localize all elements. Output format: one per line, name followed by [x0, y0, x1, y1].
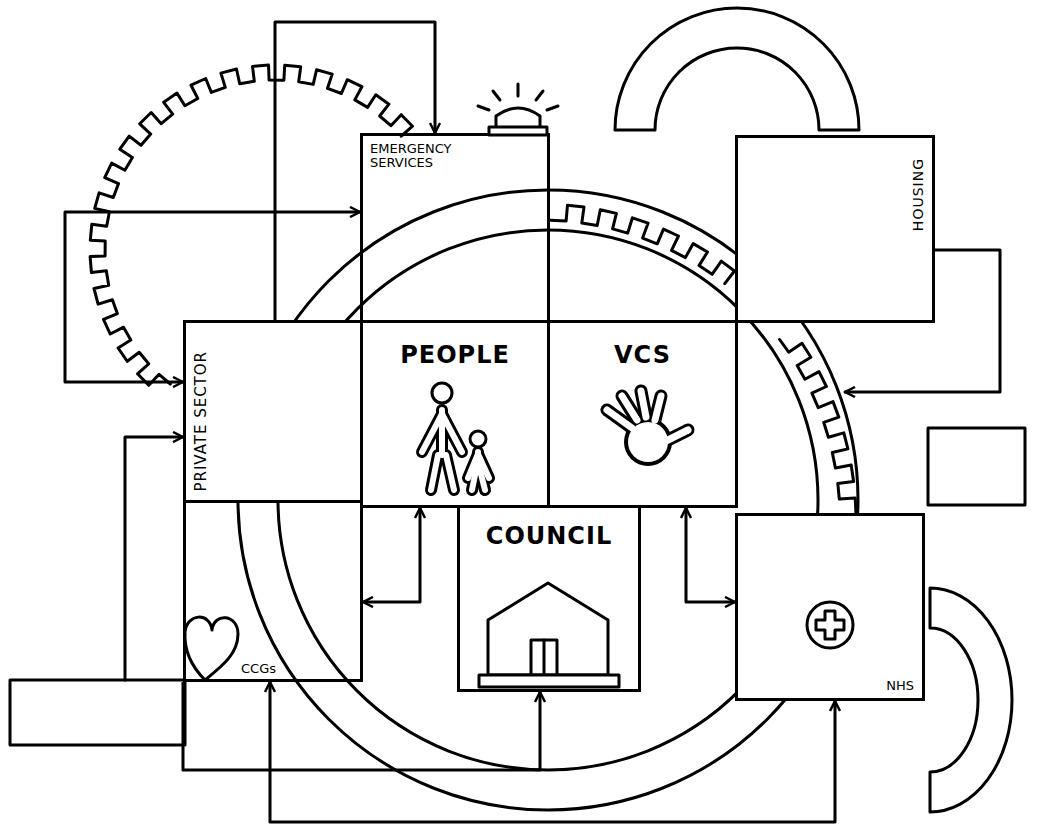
connector-arrow: [686, 508, 735, 602]
health-cross-icon: [807, 602, 853, 648]
council-box: COUNCIL: [457, 505, 641, 692]
connector-arrow: [363, 508, 420, 602]
siren-icon: [478, 84, 558, 135]
hand-icon: [607, 391, 688, 466]
node-label: HOUSING: [910, 158, 926, 231]
half-ring-shape: [930, 588, 1012, 812]
heart-icon: [185, 617, 238, 680]
vcs-box: VCS: [547, 320, 738, 508]
side-box: [10, 680, 185, 745]
housing-box: HOUSING: [735, 135, 935, 323]
node-label: EMERGENCY SERVICES: [370, 142, 470, 170]
node-label: COUNCIL: [460, 522, 638, 550]
side-box: [928, 428, 1025, 505]
node-label: CCGs: [241, 661, 276, 676]
council-building-icon: [479, 583, 619, 687]
connector-arrow: [275, 22, 435, 320]
arch-shape: [615, 8, 859, 130]
decor-arrow: [125, 437, 183, 680]
nhs-box: NHS: [735, 513, 925, 701]
connector-arrow: [270, 682, 835, 822]
connector-arrow: [65, 212, 360, 382]
node-label: NHS: [886, 678, 914, 693]
people-box: PEOPLE: [360, 320, 550, 508]
node-label: PEOPLE: [363, 341, 547, 369]
node-label: PRIVATE SECTOR: [192, 351, 210, 492]
ccgs-box: CCGs: [183, 500, 363, 682]
connector-arrow: [183, 682, 540, 770]
private-sector-box: PRIVATE SECTOR: [183, 320, 363, 503]
node-label: VCS: [550, 341, 735, 369]
emergency-services-box: EMERGENCY SERVICES: [360, 133, 550, 323]
people-icon: [422, 383, 489, 490]
